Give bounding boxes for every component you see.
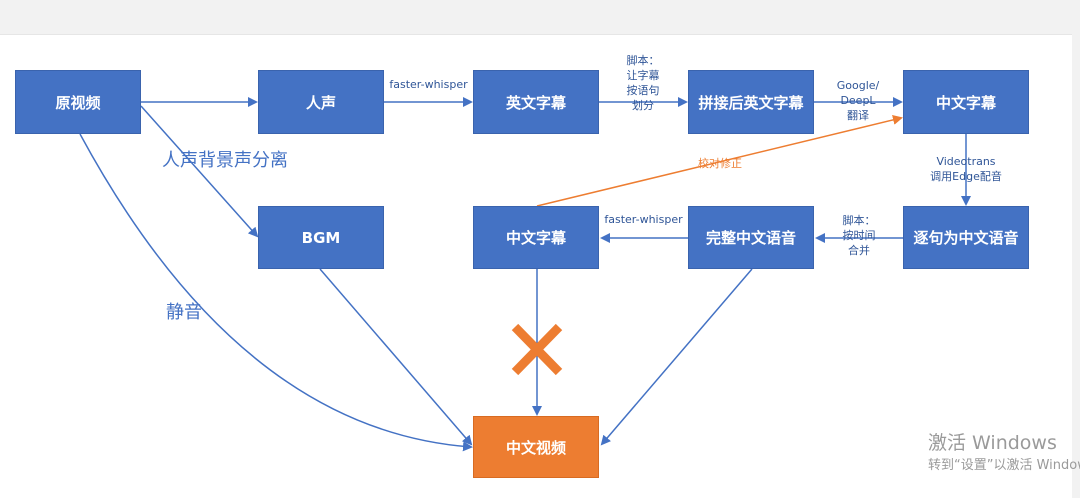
edge-source-to-video-mute <box>79 133 473 452</box>
label-script-split: 脚本： 让字幕 按语句 划分 <box>626 54 660 112</box>
node-chinese-video: 中文视频 <box>473 416 599 478</box>
label-videotrans: Videotrans 调用Edge配音 <box>930 155 1002 183</box>
label-mute: 静音 <box>166 302 202 323</box>
cross-mark-icon <box>511 323 563 376</box>
label-faster-whisper-2: faster-whisper <box>604 213 683 226</box>
node-source-video: 原视频 <box>15 70 141 134</box>
node-full-chinese-audio: 完整中文语音 <box>688 206 814 269</box>
edge-source-to-bgm <box>140 105 259 238</box>
activation-watermark-subtitle: 转到“设置”以激活 Windows <box>928 458 1080 473</box>
node-bgm: BGM <box>258 206 384 269</box>
node-chinese-subtitles-mid: 中文字幕 <box>473 206 599 269</box>
node-english-subtitles: 英文字幕 <box>473 70 599 134</box>
edge-proofread <box>536 115 903 207</box>
label-proofread: 校对修正 <box>698 157 742 170</box>
label-faster-whisper-1: faster-whisper <box>389 78 468 91</box>
top-divider <box>0 34 1072 35</box>
edge-full-to-video <box>600 268 753 446</box>
node-vocals: 人声 <box>258 70 384 134</box>
label-vocal-bg-separation: 人声背景声分离 <box>162 150 288 171</box>
node-per-sentence-chinese-audio: 逐句为中文语音 <box>903 206 1029 269</box>
activation-watermark-title: 激活 Windows <box>928 432 1057 454</box>
top-band <box>0 0 1080 34</box>
right-band <box>1072 34 1080 498</box>
edge-bgm-to-video <box>319 268 473 446</box>
label-script-merge: 脚本： 按时间 合并 <box>842 214 876 257</box>
label-translate: Google/ DeepL 翻译 <box>836 79 880 122</box>
node-merged-english-subtitles: 拼接后英文字幕 <box>688 70 814 134</box>
node-chinese-subtitles-top: 中文字幕 <box>903 70 1029 134</box>
